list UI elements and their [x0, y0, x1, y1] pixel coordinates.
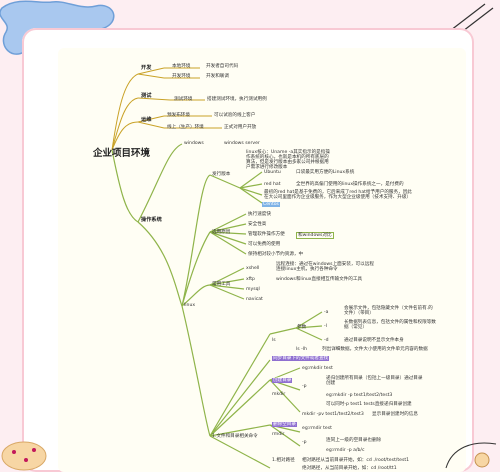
distro-desc: 全世界的高偏门使用的linux操作系统之一，是付费的	[296, 182, 404, 187]
tool-desc: windows和linux直接相互传输文件的工具	[276, 277, 363, 282]
tool-name: xshell	[246, 266, 260, 271]
dev-item-label: 本地环境	[172, 64, 191, 69]
ls-flag-desc: 通过目录说明不显示文件本身	[344, 338, 404, 343]
tool-name: xftp	[246, 277, 255, 282]
distro-desc: 最初的red hat是基于免费的，它后来成了red hat给予用户的服务，因此在…	[264, 190, 412, 200]
distro-desc: 口袋最实用方便的Linux系统	[296, 170, 355, 175]
mkdir-label: mkdir	[272, 392, 286, 397]
ls-flag: -a	[324, 310, 329, 315]
compare-badge: 和windows对比	[296, 232, 334, 239]
dev-item-desc: 开发者自司代码	[206, 64, 239, 69]
bottom-left-decoration	[1, 441, 47, 471]
windows-label: windows	[184, 141, 204, 146]
tools-label: 常用工具	[212, 282, 231, 287]
mkdir-p-flag: -p	[302, 384, 307, 389]
mkdir-example: eg:mkdir test	[302, 366, 333, 371]
mkdir-p-example: 可以同时-p test1 tests直接递归目录创建	[326, 402, 412, 407]
launch-item-desc: 可以试验的线上客户	[214, 113, 256, 118]
ls-lh: ls -lh	[296, 347, 307, 352]
commands-label: 1.文件和目录相关命令	[212, 434, 258, 439]
why-item: 可以免费的使用	[248, 242, 281, 247]
rmdir-p-flag: -p	[302, 440, 307, 445]
ls-params-label: 参数	[297, 325, 307, 330]
mkdir-section-badge: 创建目录	[272, 378, 293, 383]
ls-flag: -d	[324, 338, 329, 343]
mkdir-v-desc: 显示目录创建时的信息	[372, 412, 418, 417]
why-item: 保持相对较小节约资源，中	[248, 252, 304, 257]
path-desc: 相对路径从当前目录开始，如：cd ./root/test/test1	[302, 458, 410, 463]
tool-name: mysql	[246, 287, 260, 292]
section-launch-title: 运维	[141, 117, 152, 123]
rmdir-example: eg:rmdir test	[302, 426, 332, 431]
ls-label: ls	[272, 338, 276, 343]
launch-item-label: 线上（生产）环境	[167, 125, 204, 130]
why-linux-label: 选用原因	[212, 230, 231, 235]
path-desc: 绝对路径，从当前目录开始，如：cd /root/tt1	[302, 466, 397, 471]
launch-item-label: 预发布环境	[167, 113, 190, 118]
path-label: 1.相对路径	[272, 458, 295, 463]
cd-section-badge: 同步目录下的文件或者查找	[272, 356, 330, 361]
section-test-title: 测试	[141, 93, 152, 99]
mkdir-v-example: mkdir -pv test1/test2/test3	[302, 412, 364, 417]
tool-name: navicat	[246, 297, 263, 302]
dev-item-desc: 开发和联调	[206, 74, 229, 79]
rmdir-label: rmdir	[272, 432, 285, 437]
distro-name: Centos	[262, 202, 280, 207]
mkdir-p-example: eg:mkdir -p test1/test2/test3	[326, 393, 393, 398]
root-node: 企业项目环境	[93, 148, 151, 159]
ls-lh-desc: 列出详细数据，文件大小使用的文件单元内容的数据	[322, 347, 428, 352]
kernel-desc: linux核心：Uname -a其实指示的是指操作系统的核心，也就是本机的所有底…	[246, 150, 330, 170]
section-os-title: 操作系统	[141, 217, 162, 223]
section-dev-title: 开发	[141, 65, 152, 71]
why-item: 管理软件操作方便	[248, 232, 285, 237]
launch-item-desc: 正式对用户开放	[224, 125, 257, 130]
why-item: 执行速度快	[248, 212, 271, 217]
tool-desc: 远程连接：通过在windows上面安装，可以远程连接linux主机，执行各种命令	[276, 262, 374, 272]
mkdir-p-desc: 递归创建所有目录（包括上一级目录）通过目录创建	[326, 376, 423, 386]
ls-flag-desc: 长数据列表信息，包括文件的属性和权限等数据（常见）	[344, 320, 436, 330]
distro-name: Ubuntu	[264, 170, 281, 175]
distro-name: red hat	[264, 182, 281, 187]
ls-flag-desc: 会展示文件，包括隐藏文件（文件名前有.的文件）（带目）	[344, 306, 433, 316]
why-item: 安全性高	[248, 222, 267, 227]
dev-item-label: 开发环境	[172, 74, 191, 79]
test-item-desc: 搭建测试环境，执行测试用例	[207, 97, 267, 102]
linux-label: linux	[184, 303, 196, 308]
distro-group-label: 发行版本	[212, 172, 231, 177]
rmdir-section-badge: 删除空目录	[272, 422, 297, 427]
windows-desc: windows server	[224, 141, 260, 146]
test-item-label: 测试环境	[174, 97, 193, 102]
rmdir-p-example: eg:rmdir -p a/b/c	[326, 448, 365, 453]
ls-flag: -l	[324, 324, 327, 329]
paper-sheet	[58, 48, 466, 472]
bottom-right-decoration	[445, 442, 497, 469]
rmdir-p-desc: 连同上一级的空目录也删除	[326, 438, 382, 443]
